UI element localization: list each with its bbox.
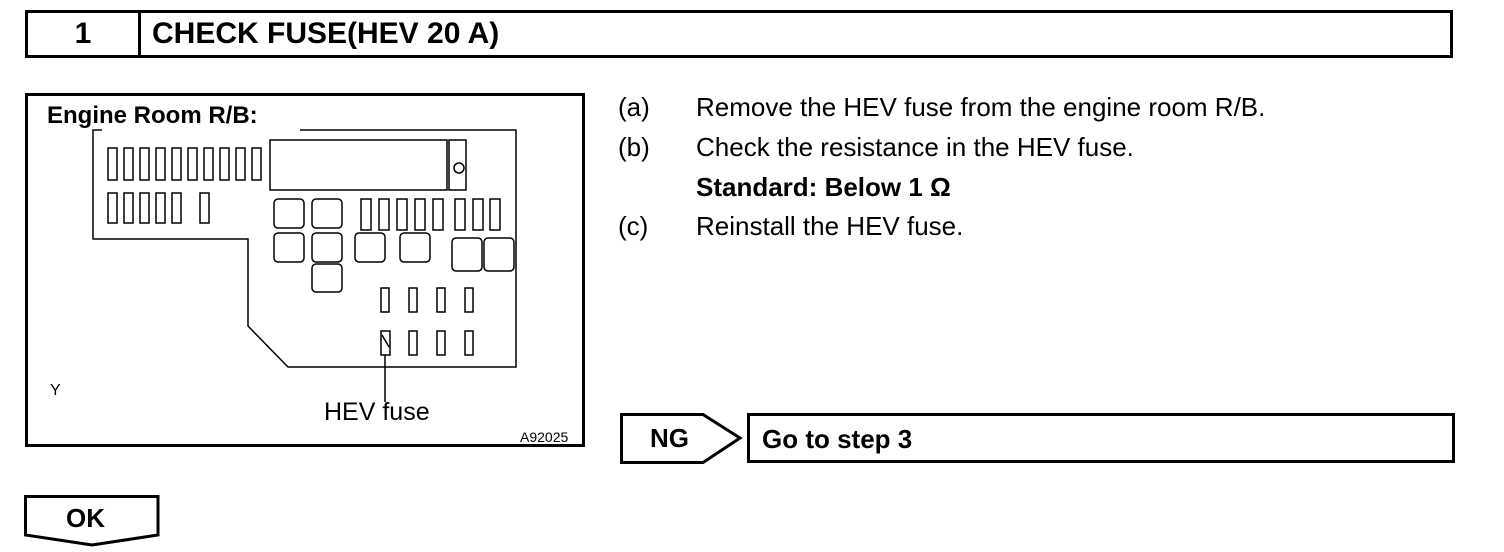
- ok-label: OK: [66, 503, 105, 533]
- instruction-letter: (b): [618, 132, 650, 162]
- step-header: 1 CHECK FUSE(HEV 20 A): [25, 10, 1453, 58]
- figure-corner-mark: Y: [50, 382, 61, 399]
- hev-fuse-callout: HEV fuse: [324, 398, 430, 426]
- ng-action-text: Go to step 3: [762, 424, 913, 454]
- fuse-row-top: [107, 147, 262, 181]
- relay-rect: [269, 139, 448, 191]
- figure-title: Engine Room R/B:: [47, 102, 258, 129]
- instruction-text: Reinstall the HEV fuse.: [696, 211, 964, 241]
- instruction-letter: (a): [618, 92, 650, 122]
- instruction-letter: (c): [618, 211, 649, 241]
- fuse-row-right: [360, 198, 501, 231]
- fuse-location-figure: Engine Room R/B: Y HEV fuse A92025: [25, 93, 585, 447]
- relay-block-outline: [92, 129, 517, 368]
- square-relays: [273, 198, 515, 293]
- ok-arrow-shape: [24, 495, 160, 547]
- ng-action-box[interactable]: Go to step 3: [747, 413, 1455, 463]
- step-title: CHECK FUSE(HEV 20 A): [152, 17, 500, 50]
- step-number: 1: [28, 13, 141, 55]
- instruction-text: Check the resistance in the HEV fuse.: [696, 132, 1134, 162]
- fuse-row-lower: [380, 287, 474, 356]
- instruction-text: Remove the HEV fuse from the engine room…: [696, 92, 1266, 122]
- ok-result-arrow[interactable]: OK: [24, 495, 160, 547]
- ng-result-arrow[interactable]: NG: [620, 413, 744, 465]
- ng-label: NG: [650, 423, 689, 453]
- ng-arrow-shape: [620, 413, 743, 464]
- hev-fuse-icon: [380, 330, 391, 356]
- standard-value: Standard: Below 1 Ω: [696, 172, 951, 202]
- fuse-row-second: [107, 192, 210, 224]
- figure-code: A92025: [520, 429, 569, 445]
- relay-block-diagram: [92, 129, 517, 402]
